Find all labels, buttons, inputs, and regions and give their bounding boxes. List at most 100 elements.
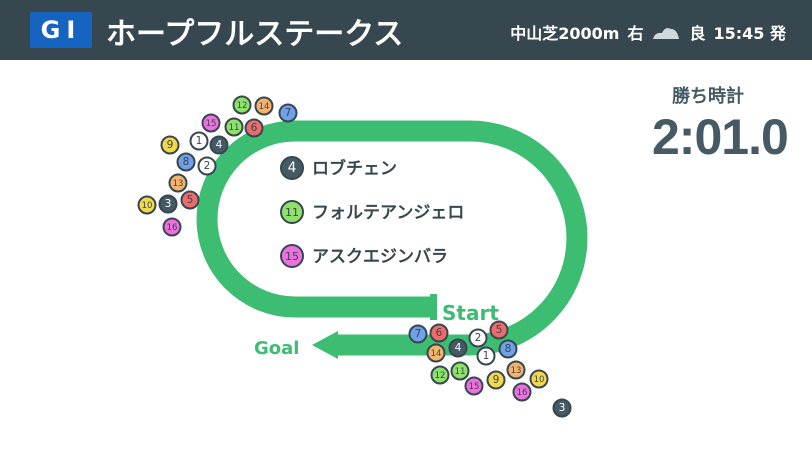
horse-chip: [189, 131, 209, 151]
horse-chip: [160, 135, 180, 155]
horse-15-marker: 15: [464, 376, 484, 396]
horse-number: 14: [259, 102, 270, 112]
horse-chip: [280, 200, 304, 224]
horse-16-marker: 16: [512, 382, 532, 402]
start-label: Start: [442, 301, 499, 325]
horse-chip: [468, 328, 488, 348]
horse-number: 16: [167, 223, 178, 233]
horse-number: 1: [196, 134, 203, 147]
horse-8-marker: 8: [498, 339, 518, 359]
horse-4-marker: 4: [280, 156, 304, 180]
horse-7-marker: 7: [408, 324, 428, 344]
horse-8-marker: 8: [176, 152, 196, 172]
horse-10-marker: 10: [529, 369, 549, 389]
horse-6-marker: 6: [429, 323, 449, 343]
horse-number: 15: [206, 119, 217, 129]
race-title: ホープフルステークス: [106, 17, 404, 52]
horse-4-marker: 4: [209, 135, 229, 155]
horse-chip: [450, 361, 470, 381]
horse-number: 2: [475, 331, 482, 344]
winning-time: 2:01.0: [652, 109, 789, 165]
horse-chip: [137, 195, 157, 215]
horse-number: 13: [511, 366, 522, 376]
horse-13-marker: 13: [506, 360, 526, 380]
horse-chip: [209, 135, 229, 155]
horse-number: 13: [173, 179, 184, 189]
horse-chip: [498, 339, 518, 359]
horse-chip: [278, 103, 298, 123]
post-time: 15:45 発: [713, 24, 786, 43]
horse-chip: [180, 190, 200, 210]
horse-6-marker: 6: [244, 118, 264, 138]
horse-number: 14: [431, 349, 442, 359]
horse-16-marker: 16: [162, 217, 182, 237]
horse-14-marker: 14: [254, 96, 274, 116]
horse-7-marker: 7: [278, 103, 298, 123]
goal-label: Goal: [254, 338, 299, 359]
horse-number: 3: [165, 197, 172, 210]
horse-9-marker: 9: [160, 135, 180, 155]
horse-name: アスクエジンバラ: [312, 247, 448, 267]
horse-number: 4: [216, 138, 223, 151]
horse-name: ロブチェン: [312, 158, 397, 179]
horse-3-marker: 3: [158, 194, 178, 214]
horse-chip: [201, 113, 221, 133]
horse-chip: [529, 369, 549, 389]
horse-chip: [448, 338, 468, 358]
grade-badge: GI: [30, 12, 92, 48]
horse-number: 9: [167, 138, 174, 151]
horse-chip: [280, 156, 304, 180]
horse-5-marker: 5: [180, 190, 200, 210]
horse-number: 5: [496, 323, 503, 336]
horse-number: 4: [455, 341, 462, 354]
horse-2-marker: 2: [468, 328, 488, 348]
horse-9-marker: 9: [486, 370, 506, 390]
horse-chip: [426, 343, 446, 363]
horse-number: 10: [534, 375, 545, 385]
horse-number: 1: [483, 349, 490, 362]
horse-10-marker: 10: [137, 195, 157, 215]
winning-time-label: 勝ち時計: [672, 86, 744, 107]
start-line: [430, 294, 437, 320]
horse-11-marker: 11: [450, 361, 470, 381]
horse-number: 11: [455, 367, 466, 377]
horse-number: 6: [251, 121, 258, 134]
horse-15-marker: 15: [201, 113, 221, 133]
horse-1-marker: 1: [189, 131, 209, 151]
horse-13-marker: 13: [168, 173, 188, 193]
horse-11-marker: 11: [224, 117, 244, 137]
horse-chip: [280, 244, 304, 268]
horse-number: 9: [493, 373, 500, 386]
horse-number: 11: [229, 123, 240, 133]
horse-number: 8: [505, 342, 512, 355]
course: 中山芝2000m: [510, 24, 620, 43]
horse-chip: [408, 324, 428, 344]
horse-3-marker: 3: [552, 398, 572, 418]
goal-arrow: [312, 331, 338, 359]
horse-chip: [176, 152, 196, 172]
horse-number: 7: [415, 327, 422, 340]
horse-chip: [158, 194, 178, 214]
horse-chip: [254, 96, 274, 116]
horse-chip: [430, 365, 450, 385]
top3-entry: 15 アスクエジンバラ: [280, 244, 448, 268]
horse-chip: [464, 376, 484, 396]
horse-4-marker: 4: [448, 338, 468, 358]
horse-number: 15: [469, 382, 480, 392]
horse-chip: [429, 323, 449, 343]
horse-number: 11: [285, 206, 299, 219]
horse-chip: [489, 320, 509, 340]
horse-chip: [224, 117, 244, 137]
horse-chip: [476, 346, 496, 366]
track: [196, 120, 588, 356]
horse-name: フォルテアンジェロ: [312, 203, 464, 223]
horse-chip: [197, 156, 217, 176]
horse-chip: [232, 95, 252, 115]
horse-2-marker: 2: [197, 156, 217, 176]
horse-chip: [162, 217, 182, 237]
going: 良: [689, 24, 706, 43]
horse-number: 7: [285, 106, 292, 119]
horse-15-marker: 15: [280, 244, 304, 268]
horse-number: 6: [436, 326, 443, 339]
horse-5-marker: 5: [489, 320, 509, 340]
